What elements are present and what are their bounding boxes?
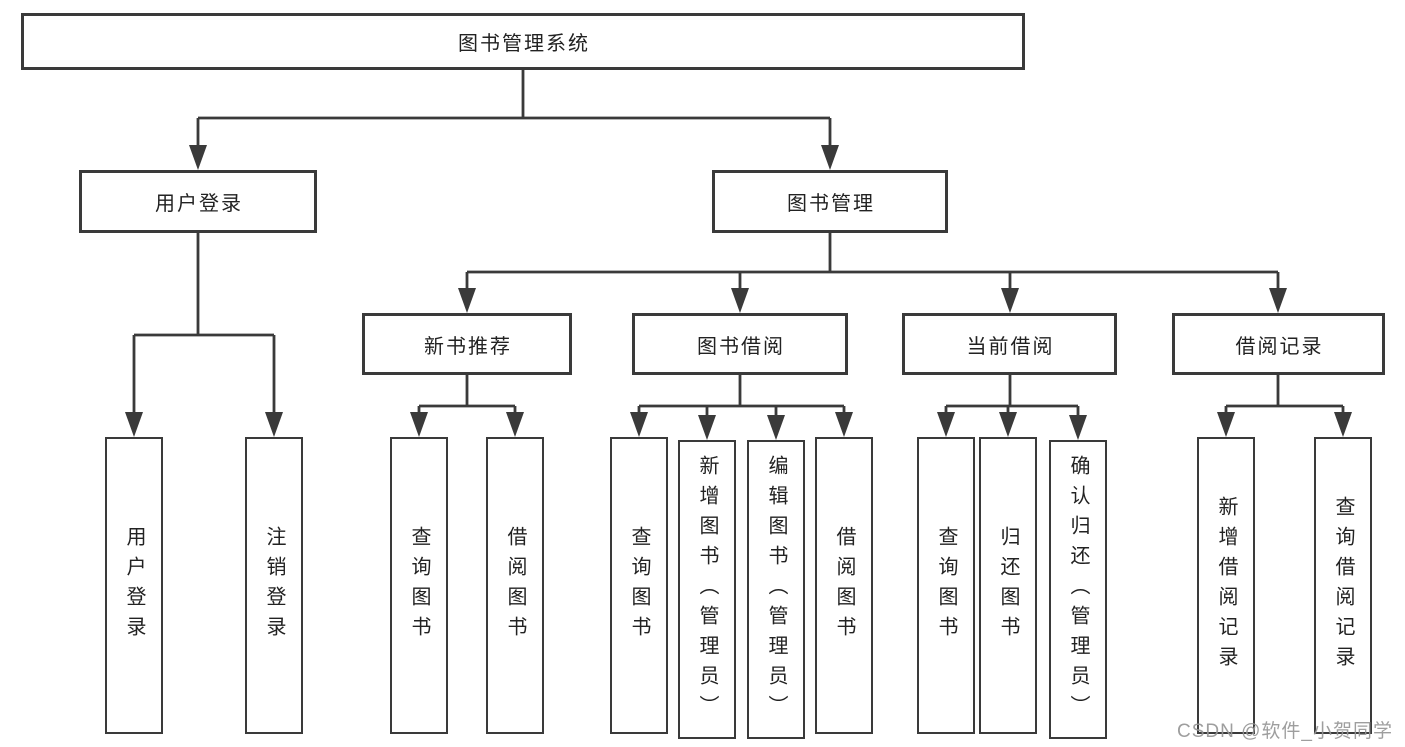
node-book-management: 图书管理	[712, 170, 948, 233]
leaf-br-query-record: 查询借阅记录	[1314, 437, 1372, 734]
node-current-borrow-label: 当前借阅	[966, 335, 1055, 358]
leaf-rec-query-book-label: 查询图书	[408, 525, 430, 646]
leaf-br-add-record-label: 新增借阅记录	[1215, 495, 1237, 676]
leaf-logout: 注销登录	[245, 437, 303, 734]
connector-root	[196, 70, 832, 146]
leaf-cb-query-book-label: 查询图书	[935, 525, 957, 646]
connector-current-borrow	[944, 375, 1080, 416]
node-new-book-recommend: 新书推荐	[362, 313, 572, 375]
node-book-management-label: 图书管理	[787, 193, 875, 215]
leaf-bb-borrow-book-label: 借阅图书	[833, 525, 855, 646]
leaf-bb-query-book: 查询图书	[610, 437, 668, 734]
leaf-cb-query-book: 查询图书	[917, 437, 975, 734]
leaf-bb-add-book-label: 新增图书（管理员）	[696, 454, 718, 725]
leaf-bb-edit-book-label: 编辑图书（管理员）	[765, 454, 787, 725]
connector-borrow-records	[1224, 375, 1345, 413]
leaf-bb-edit-book: 编辑图书（管理员）	[747, 440, 805, 739]
leaf-cb-confirm-return-label: 确认归还（管理员）	[1067, 454, 1089, 725]
leaf-bb-query-book-label: 查询图书	[628, 525, 650, 646]
node-user-login: 用户登录	[79, 170, 317, 233]
leaf-logout-label: 注销登录	[263, 525, 285, 646]
leaf-cb-confirm-return: 确认归还（管理员）	[1049, 440, 1107, 739]
leaf-rec-borrow-book: 借阅图书	[486, 437, 544, 734]
node-book-borrow-label: 图书借阅	[697, 335, 785, 358]
leaf-rec-borrow-book-label: 借阅图书	[504, 525, 526, 646]
leaf-bb-borrow-book: 借阅图书	[815, 437, 873, 734]
leaf-user-login-label: 用户登录	[123, 525, 145, 646]
leaf-user-login: 用户登录	[105, 437, 163, 734]
node-root-label: 图书管理系统	[458, 33, 590, 55]
connector-book-borrow	[637, 375, 846, 416]
node-root: 图书管理系统	[21, 13, 1025, 70]
arrowheads	[125, 145, 1352, 440]
connector-user-login	[132, 233, 276, 413]
node-borrow-records: 借阅记录	[1172, 313, 1385, 375]
leaf-br-query-record-label: 查询借阅记录	[1332, 495, 1354, 676]
leaf-rec-query-book: 查询图书	[390, 437, 448, 734]
connector-new-book-recommend	[417, 375, 517, 413]
node-user-login-label: 用户登录	[155, 193, 243, 215]
node-book-borrow: 图书借阅	[632, 313, 848, 375]
node-new-book-recommend-label: 新书推荐	[424, 335, 512, 358]
leaf-cb-return-book-label: 归还图书	[997, 525, 1019, 646]
node-current-borrow: 当前借阅	[902, 313, 1117, 375]
leaf-cb-return-book: 归还图书	[979, 437, 1037, 734]
watermark: CSDN @软件_小贺同学	[1177, 721, 1393, 742]
node-borrow-records-label: 借阅记录	[1235, 335, 1324, 358]
leaf-br-add-record: 新增借阅记录	[1197, 437, 1255, 734]
leaf-bb-add-book: 新增图书（管理员）	[678, 440, 736, 739]
connector-book-management	[465, 233, 1280, 289]
